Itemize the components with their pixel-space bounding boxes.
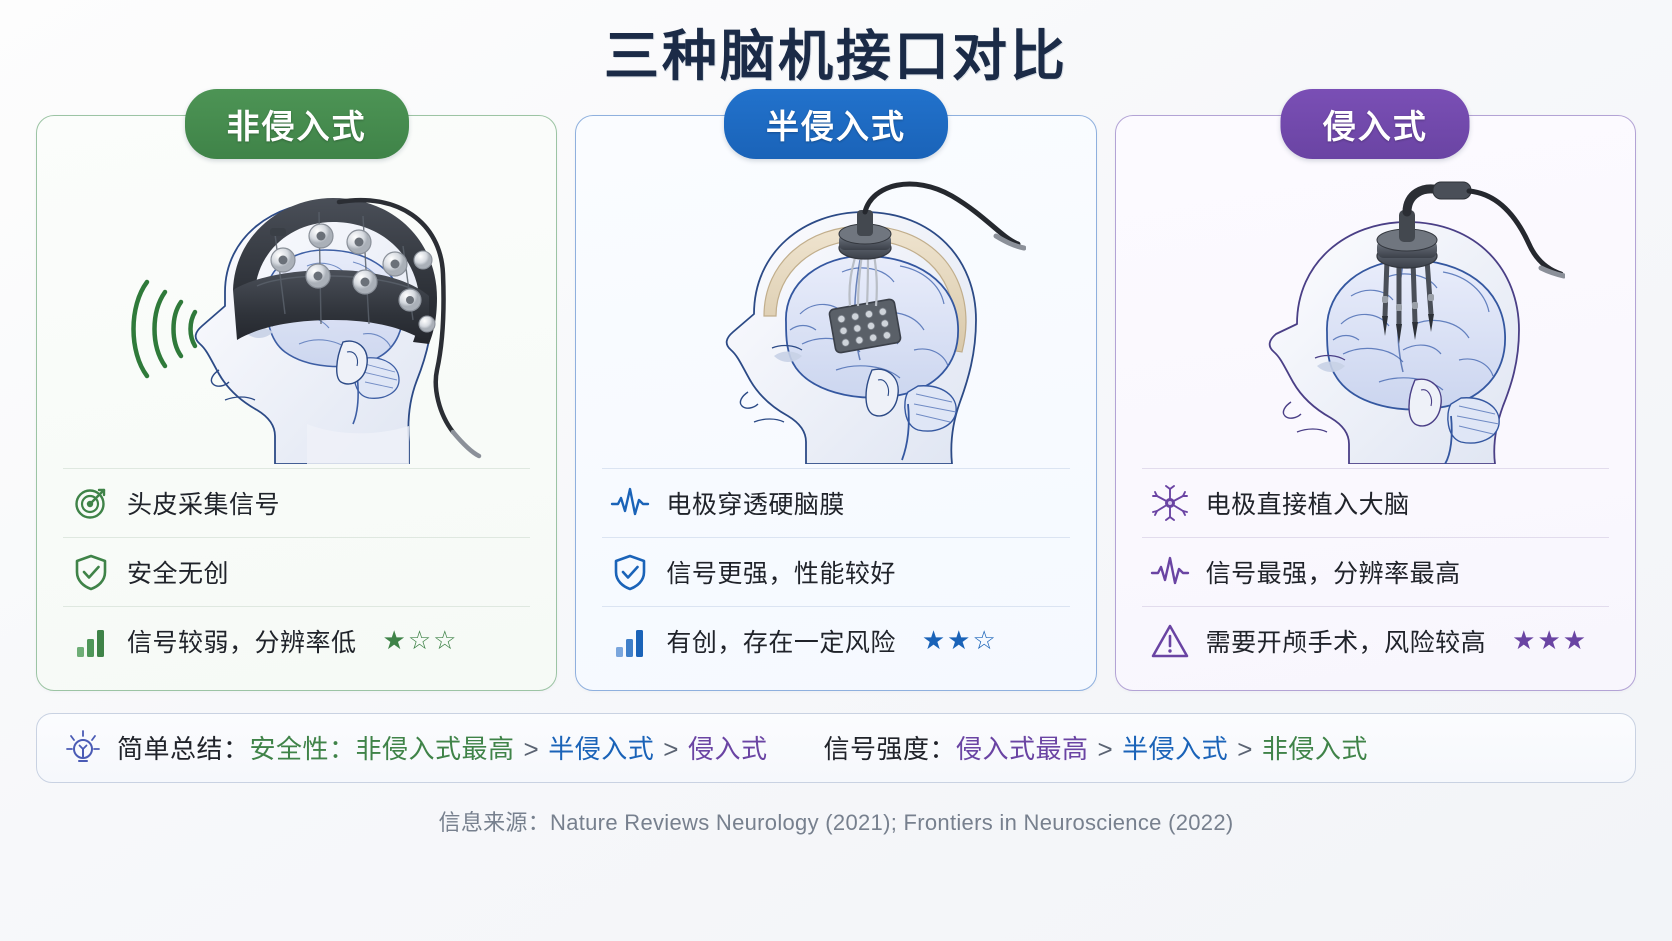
feature-text: 信号较弱，分辨率低 — [127, 628, 357, 657]
ecog-grid-array — [828, 209, 902, 354]
rating-stars: ★☆☆ — [382, 625, 459, 656]
feature-text: 电极直接植入大脑 — [1205, 490, 1410, 519]
card-non-invasive: 非侵入式 — [36, 88, 558, 691]
feature-text: 信号最强，分辨率最高 — [1205, 559, 1461, 588]
neuron-icon — [1150, 483, 1190, 523]
feature-row: 信号最强，分辨率最高 — [1141, 536, 1609, 606]
summary-metric1-item-1: 半侵入式 — [548, 734, 655, 765]
signal-bars-icon — [71, 621, 111, 661]
card-semi-invasive: 半侵入式 — [575, 88, 1097, 691]
features-semi-invasive: 电极穿透硬脑膜 信号更强，性能较好 — [602, 467, 1070, 675]
summary-metric1-sep-0: > — [523, 734, 540, 765]
feature-row: 有创，存在一定风险 ★★☆ — [602, 605, 1070, 675]
summary-metric2-item-2: 非侵入式 — [1261, 734, 1368, 765]
summary-label: 简单总结： — [117, 734, 250, 765]
feature-text: 需要开颅手术，风险较高 — [1205, 628, 1487, 657]
rating-stars: ★★★ — [1512, 625, 1589, 656]
feature-row: 信号较弱，分辨率低 ★☆☆ — [63, 605, 531, 675]
summary-metric2-sep-0: > — [1097, 734, 1114, 765]
pulse-wave-icon — [1150, 552, 1190, 592]
illustration-depth-electrode-head — [1142, 164, 1609, 464]
source-footer: 信息来源：Nature Reviews Neurology (2021); Fr… — [438, 809, 1234, 835]
target-icon — [71, 483, 111, 523]
summary-metric2-item-1: 半侵入式 — [1122, 734, 1229, 765]
summary-metric1-item-2: 侵入式 — [687, 734, 768, 765]
feature-text: 电极穿透硬脑膜 — [666, 490, 845, 519]
feature-row: 信号更强，性能较好 — [602, 536, 1070, 606]
wireless-waves-icon — [131, 279, 197, 378]
shield-check-icon — [610, 552, 650, 592]
features-invasive: 电极直接植入大脑 信号最强，分辨率最高 需要 — [1141, 467, 1609, 675]
eeg-cap-head-svg — [131, 197, 481, 464]
comparison-cards: 非侵入式 — [0, 88, 1672, 691]
illustration-ecog-grid-head — [602, 164, 1069, 464]
summary-metric2-item-0: 侵入式最高 — [955, 734, 1089, 765]
rating-stars: ★★☆ — [921, 625, 998, 656]
pulse-wave-icon — [610, 483, 650, 523]
ecog-grid-head-svg — [725, 181, 1026, 464]
page-title: 三种脑机接口对比 — [603, 25, 1068, 87]
illustration-eeg-cap-head — [63, 164, 530, 464]
feature-row: 头皮采集信号 — [63, 467, 531, 537]
summary-metric2-label: 信号强度： — [823, 734, 956, 765]
card-badge-non-invasive: 非侵入式 — [184, 88, 409, 159]
depth-electrode-array — [1376, 181, 1472, 344]
summary-bar: 简单总结： 安全性： 非侵入式最高 > 半侵入式 > 侵入式 信号强度： 侵入式… — [36, 712, 1636, 783]
lightbulb-icon — [63, 728, 103, 768]
depth-electrode-head-svg — [1269, 181, 1566, 464]
feature-text: 信号更强，性能较好 — [666, 559, 896, 588]
signal-bars-icon — [610, 621, 650, 661]
card-invasive: 侵入式 — [1114, 88, 1636, 691]
card-badge-semi-invasive: 半侵入式 — [723, 88, 948, 159]
feature-row: 电极直接植入大脑 — [1141, 467, 1609, 537]
feature-row: 安全无创 — [63, 536, 531, 606]
card-badge-invasive: 侵入式 — [1280, 88, 1470, 159]
summary-metric1-item-0: 非侵入式最高 — [355, 734, 515, 765]
feature-text: 有创，存在一定风险 — [666, 628, 896, 657]
summary-metric1-sep-1: > — [663, 734, 679, 765]
shield-check-icon — [71, 552, 111, 592]
warning-triangle-icon — [1150, 621, 1190, 661]
feature-text: 安全无创 — [127, 559, 230, 588]
feature-row: 需要开颅手术，风险较高 ★★★ — [1141, 605, 1609, 675]
summary-metric1-label: 安全性： — [249, 734, 356, 765]
summary-text: 简单总结： 安全性： 非侵入式最高 > 半侵入式 > 侵入式 信号强度： 侵入式… — [117, 729, 1368, 766]
feature-text: 头皮采集信号 — [127, 490, 281, 519]
features-non-invasive: 头皮采集信号 安全无创 — [63, 467, 531, 675]
summary-metric2-sep-1: > — [1237, 734, 1253, 765]
feature-row: 电极穿透硬脑膜 — [602, 467, 1070, 537]
eeg-electrodes — [269, 223, 436, 333]
